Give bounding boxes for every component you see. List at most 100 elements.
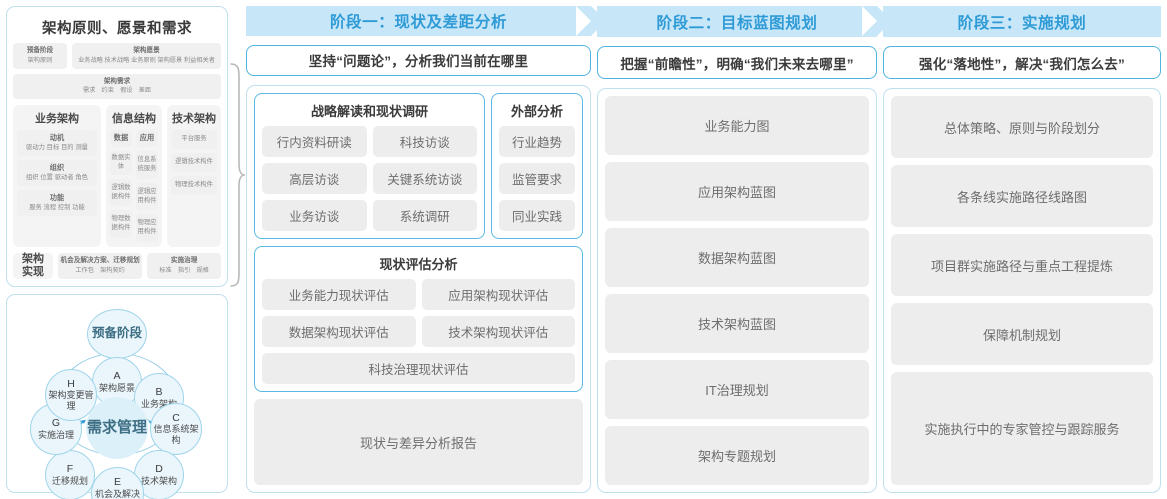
chip-row: 同业实践 [499,200,575,231]
list-item[interactable]: 科技治理现状评估 [262,353,575,384]
phase-2-banner-label: 阶段二：目标蓝图规划 [656,14,818,32]
list-item[interactable]: 同业实践 [499,200,575,231]
strategy-research-card: 战略解读和现状调研 行内资料研读 科技访谈 高层访谈 关键系统访谈 [254,93,485,239]
phase-1-body: 战略解读和现状调研 行内资料研读 科技访谈 高层访谈 关键系统访谈 [246,85,591,493]
bracket-connector [230,63,246,287]
chip-row: 业务访谈 系统调研 [262,200,477,231]
phase-3-body: 总体策略、原则与阶段划分 各条线实施路径线路图 项目群实施路径与重点工程提炼 保… [883,88,1161,493]
phase-1-banner: 阶段一：现状及差距分析 [246,6,606,36]
phase-3-subtitle: 强化“落地性”，解决“我们怎么去” [883,46,1161,79]
application-column: 应用 信息系统服务 逻辑应用构件 物理应用构件 [136,130,158,243]
chip-row: 业务能力现状评估 应用架构现状评估 [262,279,575,310]
banner-chevron-notch-2 [862,6,877,36]
adm-node-f[interactable]: F 迁移规划 [45,449,95,499]
list-item[interactable]: 科技访谈 [372,126,477,157]
data-column: 数据 数据实体 逻辑数据构件 物理数据构件 [110,130,132,242]
togaf-content-framework-card: 架构原则、愿景和需求 预备阶段 架构原则 架构愿景 业务战略 技术战略 业务原则… [6,6,228,287]
opportunities-migration-cell: 机会及解决方案、迁移规划 工作包 架构契约 [58,253,143,279]
chip-row: 行内资料研读 科技访谈 [262,126,477,157]
list-item[interactable]: 业务访谈 [262,200,367,231]
physical-data-component-cell: 物理数据构件 [110,210,132,239]
prelim-phase-title: 预备阶段 [26,47,54,54]
current-state-assessment-card: 现状评估分析 业务能力现状评估 应用架构现状评估 数据架构现状评估 技术架构现状… [254,246,583,392]
phase-column-1: 阶段一：现状及差距分析 坚持“问题论”，分析我们当前在哪里 战略解读和现状调研 … [246,6,606,493]
adm-cycle-card: 预备阶段 A 架构愿景 B 业务架构 C 信息系统架构 D 技术架构 [6,293,228,499]
list-item[interactable]: 保障机制规划 [891,303,1153,366]
list-item[interactable]: IT治理规划 [605,360,869,419]
prelim-phase-sub: 架构原则 [27,56,53,64]
external-analysis-title: 外部分析 [510,104,563,119]
prelim-phase-cell: 预备阶段 架构原则 [13,43,67,69]
layer-information-structure: 信息结构 数据 数据实体 逻辑数据构件 物理数据构件 应用 信息系统服务 逻辑应… [106,105,162,248]
list-item[interactable]: 监管要求 [499,163,575,194]
phase-1-banner-label: 阶段一：现状及差距分析 [329,13,508,31]
list-item[interactable]: 业务能力现状评估 [262,279,416,310]
adm-node-h[interactable]: H 架构变更管理 [45,368,97,421]
list-item[interactable]: 数据架构现状评估 [262,316,416,347]
list-item[interactable]: 系统调研 [372,200,477,231]
layer-business-title: 业务架构 [35,113,79,126]
phase-columns: 阶段一：现状及差距分析 坚持“问题论”，分析我们当前在哪里 战略解读和现状调研 … [246,6,1161,493]
implementation-governance-cell: 实施治理 标准 指引 规格 [147,253,221,279]
physical-technology-component-cell: 物理技术构件 [171,175,217,195]
adm-diagram: 预备阶段 A 架构愿景 B 业务架构 C 信息系统架构 D 技术架构 [7,295,227,499]
list-item[interactable]: 行业趋势 [499,126,575,157]
platform-service-cell: 平台服务 [171,130,217,149]
architecture-requirements-keywords: 需求 约束 假设 差距 [82,87,152,95]
information-system-service-cell: 信息系统服务 [136,151,158,179]
list-item[interactable]: 业务能力图 [605,96,869,155]
list-item[interactable]: 架构专题规划 [605,426,869,485]
business-function-cell: 功能 服务 流程 控制 功能 [17,189,97,216]
list-item[interactable]: 总体策略、原则与阶段划分 [891,96,1153,159]
physical-application-component-cell: 物理应用构件 [136,214,158,243]
logical-data-component-cell: 逻辑数据构件 [110,178,132,207]
data-entity-cell: 数据实体 [110,151,132,175]
list-item[interactable]: 行内资料研读 [262,126,367,157]
togaf-title: 架构原则、愿景和需求 [42,21,192,37]
list-item[interactable]: 数据架构蓝图 [605,228,869,287]
phase-1-top-split: 战略解读和现状调研 行内资料研读 科技访谈 高层访谈 关键系统访谈 [254,93,583,239]
layer-business-architecture: 业务架构 动机 驱动力 目标 目的 测量 组织 组织 位置 驱动者 角色 功能 [13,105,101,248]
list-item[interactable]: 关键系统访谈 [372,163,477,194]
adm-node-c[interactable]: C 信息系统架构 [150,402,202,455]
implementation-label: 架构实现 [13,253,53,279]
current-state-assessment-title: 现状评估分析 [379,257,458,272]
business-motivation-cell: 动机 驱动力 目标 目的 测量 [17,130,97,156]
list-item[interactable]: 技术架构蓝图 [605,294,869,353]
principles-vision-row: 预备阶段 架构原则 架构愿景 业务战略 技术战略 业务原则 架构愿景 利益相关者 [13,43,221,69]
phase-3-banner-label: 阶段三：实施规划 [957,14,1087,32]
reference-column: 架构原则、愿景和需求 预备阶段 架构原则 架构愿景 业务战略 技术战略 业务原则… [6,6,228,499]
architecture-requirements-title: 架构需求 [103,77,131,85]
chip-row: 行业趋势 [499,126,575,157]
phase-2-subtitle: 把握“前瞻性”，明确“我们未来去哪里” [597,46,877,79]
banner-chevron-notch-1 [576,6,591,36]
logical-application-component-cell: 逻辑应用构件 [136,182,158,211]
architecture-vision-cell: 架构愿景 业务战略 技术战略 业务原则 架构愿景 利益相关者 [72,43,221,69]
architecture-vision-title: 架构愿景 [133,47,160,54]
logical-technology-component-cell: 逻辑技术构件 [171,152,217,172]
phase-column-3: 阶段三：实施规划 强化“落地性”，解决“我们怎么去” 总体策略、原则与阶段划分 … [883,6,1161,493]
list-item[interactable]: 高层访谈 [262,163,367,194]
layer-technology-title: 技术架构 [172,113,216,126]
list-item[interactable]: 应用架构现状评估 [421,279,575,310]
list-item[interactable]: 实施执行中的专家管控与跟踪服务 [891,372,1153,485]
gap-analysis-report-item[interactable]: 现状与差异分析报告 [254,399,583,485]
chip-row: 监管要求 [499,163,575,194]
phase-3-banner: 阶段三：实施规划 [883,6,1161,37]
phase-2-body: 业务能力图 应用架构蓝图 数据架构蓝图 技术架构蓝图 IT治理规划 架构专题规划 [597,88,877,493]
phase-2-banner: 阶段二：目标蓝图规划 [597,6,892,37]
list-item[interactable]: 应用架构蓝图 [605,162,869,221]
implementation-row: 架构实现 机会及解决方案、迁移规划 工作包 架构契约 实施治理 标准 指引 规格 [13,253,221,279]
architecture-requirements-cell: 架构需求 需求 约束 假设 差距 [13,73,221,100]
phase-1-subtitle: 坚持“问题论”，分析我们当前在哪里 [246,44,591,76]
adm-node-prelim[interactable]: 预备阶段 [87,308,147,359]
adm-node-center-requirements-management[interactable]: 需求管理 [86,396,148,459]
chip-row: 科技治理现状评估 [262,353,575,384]
list-item[interactable]: 技术架构现状评估 [421,316,575,347]
list-item[interactable]: 各条线实施路径线路图 [891,165,1153,228]
external-analysis-card: 外部分析 行业趋势 监管要求 同业实践 [491,93,583,239]
architecture-vision-keywords: 业务战略 技术战略 业务原则 架构愿景 利益相关者 [78,56,215,64]
phase-column-2: 阶段二：目标蓝图规划 把握“前瞻性”，明确“我们未来去哪里” 业务能力图 应用架… [597,6,892,493]
list-item[interactable]: 项目群实施路径与重点工程提炼 [891,234,1153,297]
